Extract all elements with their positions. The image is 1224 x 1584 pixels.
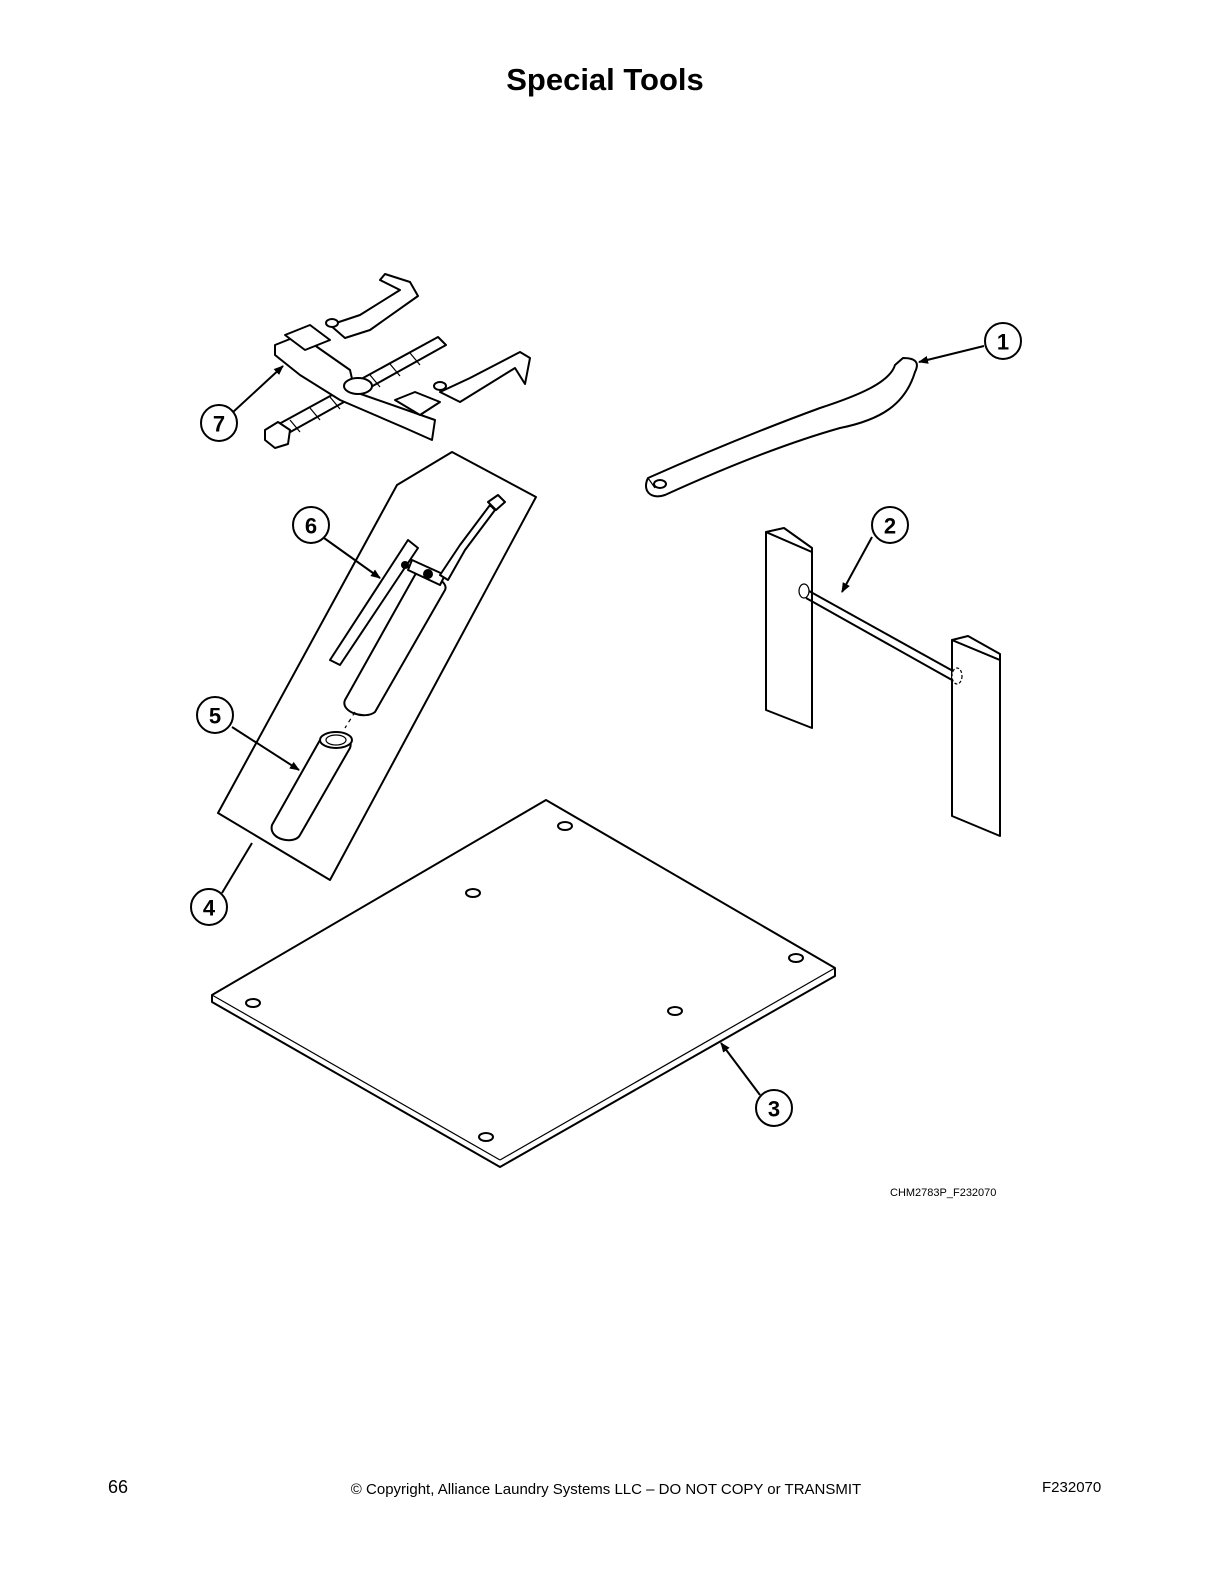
- svg-text:6: 6: [305, 514, 317, 539]
- svg-text:5: 5: [209, 704, 221, 729]
- svg-text:7: 7: [213, 412, 225, 437]
- spanner-wrench-illustration: [645, 357, 918, 498]
- callout-3: 3: [755, 1089, 793, 1127]
- document-code: F232070: [1042, 1479, 1102, 1496]
- svg-text:1: 1: [997, 330, 1009, 355]
- svg-text:3: 3: [768, 1097, 780, 1122]
- callout-7: 7: [200, 404, 238, 442]
- svg-text:4: 4: [203, 896, 216, 921]
- callout-2: 2: [871, 506, 909, 544]
- callout-6: 6: [292, 506, 330, 544]
- gear-puller-illustration: [264, 273, 531, 449]
- page-title: Special Tools: [506, 62, 704, 97]
- base-plate-illustration: [211, 799, 836, 1168]
- callout-5: 5: [196, 696, 234, 734]
- leader-lines: [221, 345, 985, 1096]
- callout-4: 4: [190, 888, 228, 926]
- callout-1: 1: [984, 322, 1022, 360]
- bar-stand-illustration: [765, 527, 1001, 837]
- page-number: 66: [108, 1477, 129, 1497]
- copyright-notice: © Copyright, Alliance Laundry Systems LL…: [350, 1481, 862, 1498]
- figure-code: CHM2783P_F232070: [890, 1187, 997, 1199]
- svg-text:2: 2: [884, 514, 896, 539]
- tool-kit-board-illustration: [217, 451, 537, 881]
